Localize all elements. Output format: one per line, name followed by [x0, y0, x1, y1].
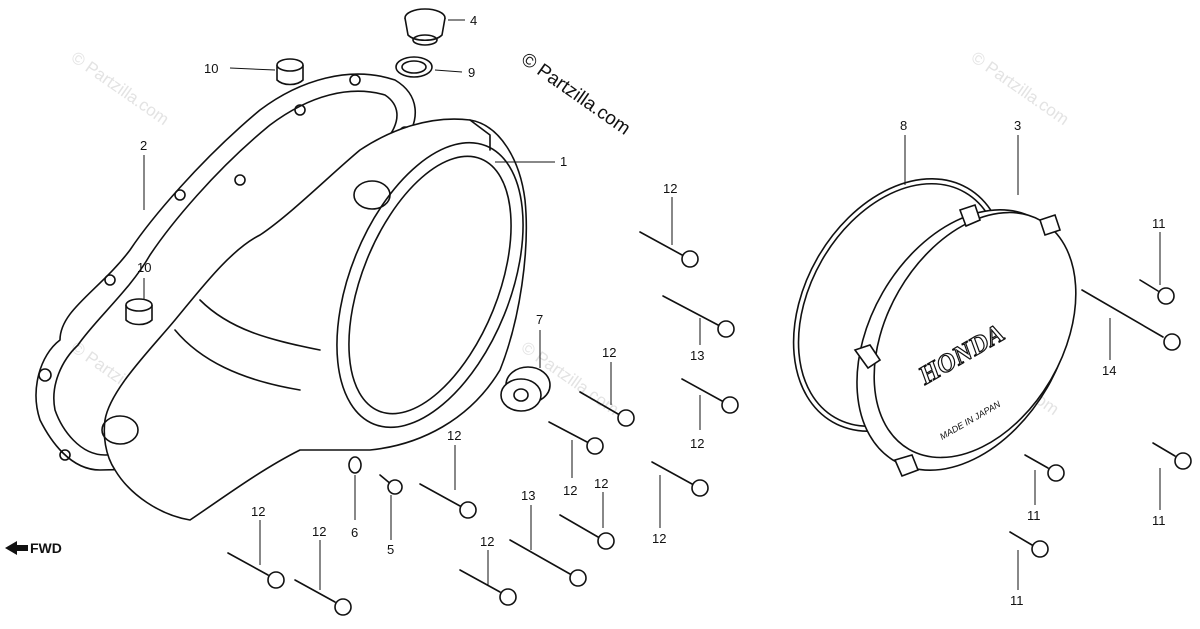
callout-11-c: 11	[1027, 508, 1041, 523]
filler-cap-part-4	[404, 8, 446, 46]
bolt-head	[721, 396, 739, 414]
callout-5: 5	[387, 542, 394, 557]
callout-11-a: 11	[1152, 216, 1166, 231]
callout-11-b: 11	[1152, 513, 1166, 528]
bolt-head	[617, 409, 635, 427]
watermark-main: © Partzilla.com	[517, 49, 634, 140]
callout-10-top: 10	[204, 61, 218, 76]
small-bolt-part-5	[379, 474, 403, 495]
callout-12-g: 12	[447, 428, 461, 443]
dowel-pin-part-10-top	[276, 58, 304, 86]
callout-7: 7	[536, 312, 543, 327]
callout-11-d: 11	[1010, 593, 1024, 608]
watermark-faint-1: © Partzilla.com	[68, 48, 173, 129]
callout-12-e: 12	[594, 476, 608, 491]
callout-12-h: 12	[480, 534, 494, 549]
callout-12-f: 12	[652, 531, 666, 546]
callout-13-b: 13	[521, 488, 535, 503]
bolt-head	[717, 320, 735, 338]
bolt-head	[681, 250, 699, 268]
bolt-head	[267, 571, 285, 589]
bolt-head	[1031, 540, 1049, 558]
clutch-cover-part-3: HONDA MADE IN JAPAN	[853, 203, 1077, 478]
bolts	[227, 231, 1192, 616]
bolt-head	[334, 598, 352, 616]
o-ring-part-9	[395, 56, 433, 78]
callout-13-a: 13	[690, 348, 704, 363]
callouts: 4 9 10 2 10 1 7 12 13 12 12 12 12 12 12 …	[137, 13, 1166, 608]
callout-3: 3	[1014, 118, 1021, 133]
fwd-label: FWD	[30, 540, 62, 556]
callout-12-a: 12	[663, 181, 677, 196]
leader-lines	[143, 19, 1161, 590]
callout-12-c: 12	[602, 345, 616, 360]
callout-1: 1	[560, 154, 567, 169]
callout-12-j: 12	[312, 524, 326, 539]
bolt-head	[1047, 464, 1065, 482]
callout-6: 6	[351, 525, 358, 540]
bolt-head	[597, 532, 615, 550]
bolt-head	[459, 501, 477, 519]
bolt-head	[1163, 333, 1181, 351]
o-ring-part-9-inner	[401, 60, 427, 74]
callout-12-d: 12	[563, 483, 577, 498]
crankcase-cover-part-1	[101, 118, 528, 521]
washer-part-6	[348, 456, 362, 474]
watermark-faint-2: © Partzilla.com	[968, 48, 1073, 129]
oil-seal-part-7	[500, 366, 551, 412]
bolt-head	[1157, 287, 1175, 305]
fwd-arrow-icon	[5, 541, 28, 555]
bolt-head	[691, 479, 709, 497]
callout-12-b: 12	[690, 436, 704, 451]
dowel-pin-part-10-left	[125, 298, 153, 326]
bolt-head	[1174, 452, 1192, 470]
bolt-head	[569, 569, 587, 587]
callout-9: 9	[468, 65, 475, 80]
fwd-indicator: FWD	[5, 540, 62, 556]
callout-2: 2	[140, 138, 147, 153]
callout-4: 4	[470, 13, 477, 28]
bolt-head	[586, 437, 604, 455]
callout-8: 8	[900, 118, 907, 133]
bolt-head	[499, 588, 517, 606]
callout-10-left: 10	[137, 260, 151, 275]
callout-14: 14	[1102, 363, 1116, 378]
callout-12-i: 12	[251, 504, 265, 519]
